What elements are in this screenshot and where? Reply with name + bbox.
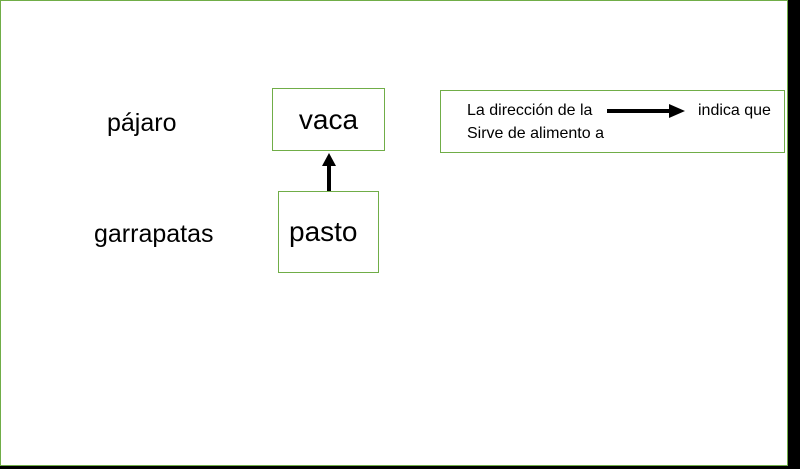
legend-arrow-icon — [607, 104, 685, 118]
legend-box: La dirección de la indica que Sirve de a… — [440, 90, 785, 153]
legend-text-start: La dirección de la — [467, 102, 593, 119]
legend-text-line2: Sirve de alimento a — [467, 125, 604, 142]
legend-text-end: indica que — [698, 102, 771, 119]
arrow-grass-to-cow-icon — [322, 153, 336, 191]
box-cow: vaca — [272, 88, 385, 151]
label-bird: pájaro — [107, 109, 177, 137]
label-ticks: garrapatas — [94, 220, 214, 248]
slide: pájaro garrapatas vaca pasto La direcció… — [0, 0, 788, 466]
box-grass: pasto — [278, 191, 379, 273]
